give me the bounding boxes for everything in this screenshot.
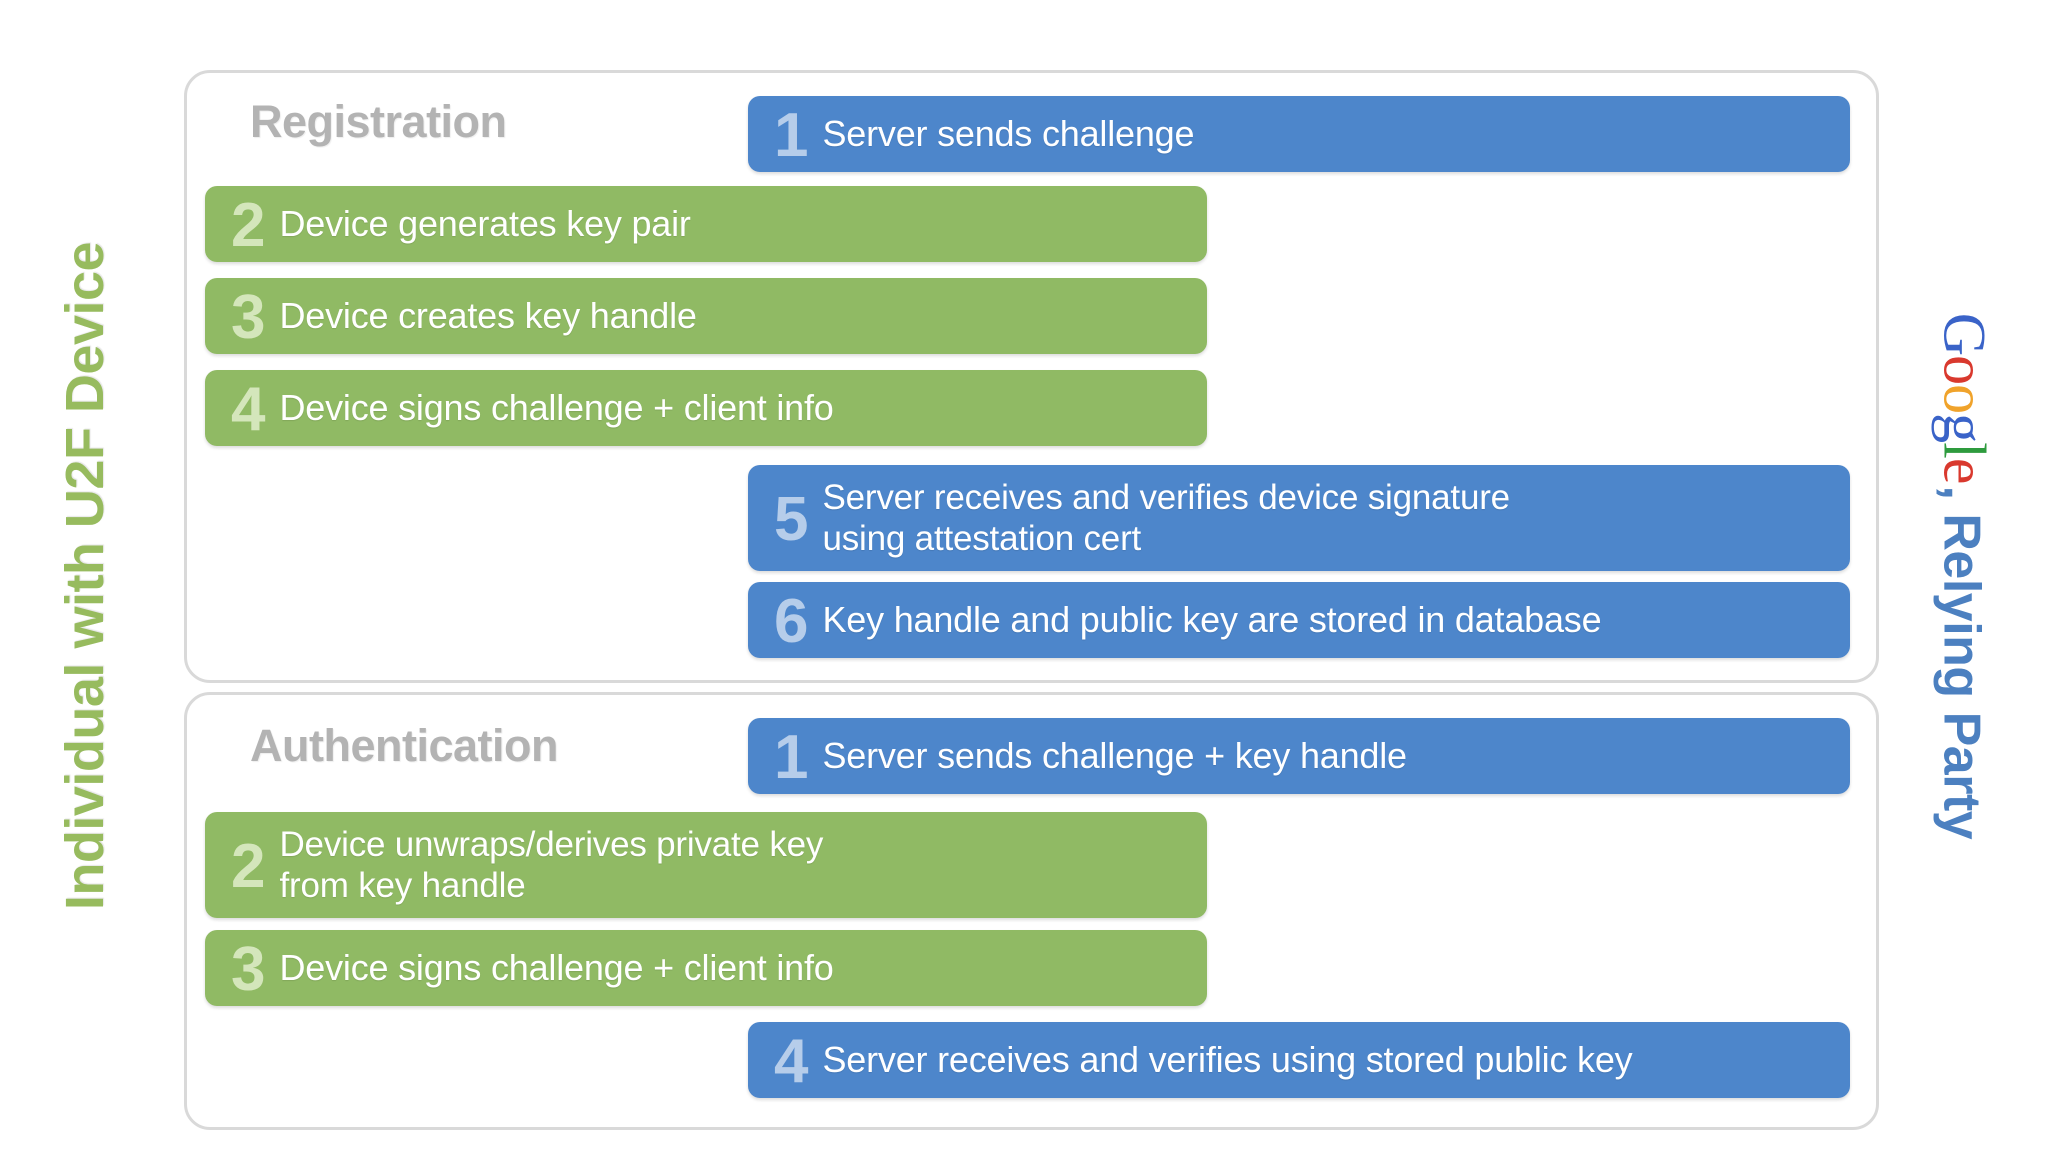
step-number: 6 xyxy=(774,587,809,656)
google-logo-letter-o2: o xyxy=(1931,384,1998,414)
step-number: 2 xyxy=(231,191,266,260)
step-text: Device signs challenge + client info xyxy=(279,947,834,989)
step-text: Key handle and public key are stored in … xyxy=(822,599,1602,641)
right-actor-label: Google , Relying Party xyxy=(1878,0,2048,1152)
registration-step-3[interactable]: 3 Device creates key handle xyxy=(205,278,1207,354)
google-logo-letter-g2: g xyxy=(1931,413,1998,443)
relying-party-text: , Relying Party xyxy=(1932,485,1991,840)
left-actor-label: Individual with U2F Device xyxy=(0,0,170,1152)
step-number: 2 xyxy=(231,832,266,901)
authentication-step-1[interactable]: 1 Server sends challenge + key handle xyxy=(748,718,1850,794)
google-logo-letter-l: l xyxy=(1931,442,1998,458)
step-text: Server receives and verifies using store… xyxy=(822,1039,1633,1081)
registration-panel-title: Registration xyxy=(250,96,507,147)
authentication-panel-title: Authentication xyxy=(250,720,558,771)
step-text: Device signs challenge + client info xyxy=(279,387,834,429)
step-number: 4 xyxy=(774,1027,809,1096)
step-text: Server sends challenge + key handle xyxy=(822,735,1407,777)
left-actor-text: Individual with U2F Device xyxy=(55,241,115,911)
registration-step-6[interactable]: 6 Key handle and public key are stored i… xyxy=(748,582,1850,658)
step-text: Device unwraps/derives private key from … xyxy=(279,824,824,905)
google-logo: Google xyxy=(1931,312,1998,484)
registration-step-5[interactable]: 5 Server receives and verifies device si… xyxy=(748,465,1850,571)
step-number: 5 xyxy=(774,485,809,554)
google-logo-letter-o1: o xyxy=(1931,355,1998,385)
authentication-step-4[interactable]: 4 Server receives and verifies using sto… xyxy=(748,1022,1850,1098)
step-text: Device generates key pair xyxy=(279,203,691,245)
google-logo-letter-g1: G xyxy=(1931,312,1998,356)
step-number: 3 xyxy=(231,283,266,352)
authentication-step-2[interactable]: 2 Device unwraps/derives private key fro… xyxy=(205,812,1207,918)
google-logo-letter-e: e xyxy=(1931,457,1998,484)
step-number: 1 xyxy=(774,101,809,170)
step-text: Server sends challenge xyxy=(822,113,1195,155)
right-actor-inner: Google , Relying Party xyxy=(1931,312,1998,840)
step-number: 3 xyxy=(231,935,266,1004)
step-number: 1 xyxy=(774,723,809,792)
step-text: Server receives and verifies device sign… xyxy=(822,477,1510,558)
registration-step-1[interactable]: 1 Server sends challenge xyxy=(748,96,1850,172)
step-text: Device creates key handle xyxy=(279,295,697,337)
registration-step-4[interactable]: 4 Device signs challenge + client info xyxy=(205,370,1207,446)
authentication-step-3[interactable]: 3 Device signs challenge + client info xyxy=(205,930,1207,1006)
step-number: 4 xyxy=(231,375,266,444)
registration-step-2[interactable]: 2 Device generates key pair xyxy=(205,186,1207,262)
